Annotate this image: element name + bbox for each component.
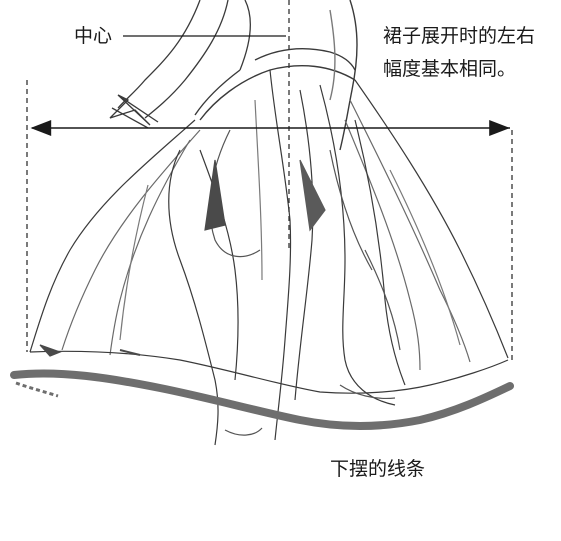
width-note-line-2: 幅度基本相同。	[383, 58, 517, 80]
width-note-line-1: 裙子展开时的左右	[383, 25, 536, 47]
hem-line	[10, 369, 514, 430]
skirt-sketch	[29, 69, 509, 446]
width-guides	[26, 0, 513, 360]
center-label: 中心	[74, 25, 113, 47]
hem-line-dashed-extension	[15, 381, 59, 398]
arm-sketch	[109, 0, 252, 129]
hem-label: 下摆的线条	[330, 458, 426, 480]
